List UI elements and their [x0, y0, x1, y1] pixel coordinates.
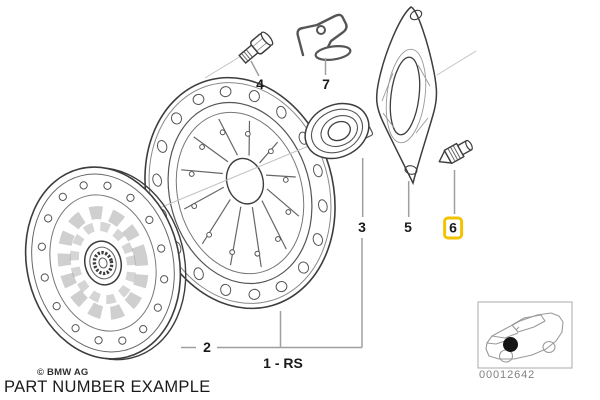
callout-5[interactable]: 5 — [404, 219, 412, 235]
callout-7[interactable]: 7 — [322, 76, 330, 92]
axis-line — [156, 144, 312, 210]
callout-2[interactable]: 2 — [203, 339, 211, 355]
leader-lines — [181, 58, 456, 349]
copyright-text: © BMW AG — [37, 367, 89, 378]
diagram-number: 00012642 — [479, 369, 536, 381]
bolt-drawing — [238, 31, 274, 65]
location-marker-dot — [503, 337, 518, 352]
lever-plate-drawing — [375, 6, 438, 186]
retaining-spring-drawing — [296, 13, 352, 61]
release-bearing-drawing — [304, 102, 374, 160]
callout-6-highlighted[interactable]: 6 — [443, 216, 463, 240]
clutch-disc-drawing — [24, 166, 187, 361]
pin-drawing — [438, 139, 473, 165]
disc-rivet-holes — [37, 181, 169, 345]
callout-4[interactable]: 4 — [256, 76, 264, 92]
assembly-axis-lines — [204, 50, 477, 79]
callout-1-rs[interactable]: 1 - RS — [263, 355, 303, 371]
car-inset — [477, 301, 573, 369]
caption-text: PART NUMBER EXAMPLE — [4, 378, 211, 396]
callout-3[interactable]: 3 — [358, 219, 366, 235]
finger-rivets — [188, 129, 292, 257]
